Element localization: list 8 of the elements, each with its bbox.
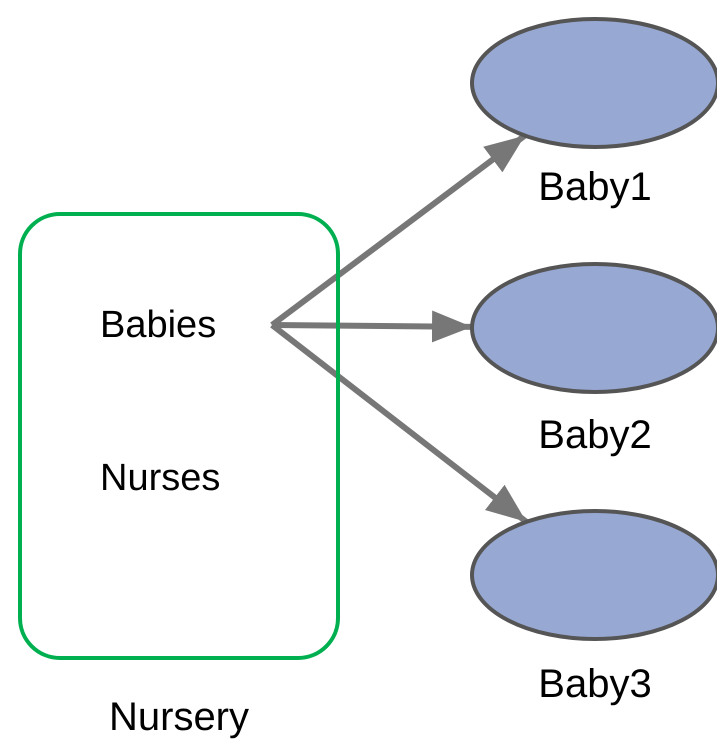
node-label: Nurses [100, 456, 220, 501]
node-label: Baby1 [537, 165, 653, 210]
node-label: Nursery [108, 695, 250, 740]
arrow [270, 133, 527, 328]
node-label: Baby2 [537, 413, 653, 458]
arrow [270, 322, 528, 524]
node-label: Baby3 [537, 662, 653, 707]
node-label: Babies [100, 303, 216, 348]
